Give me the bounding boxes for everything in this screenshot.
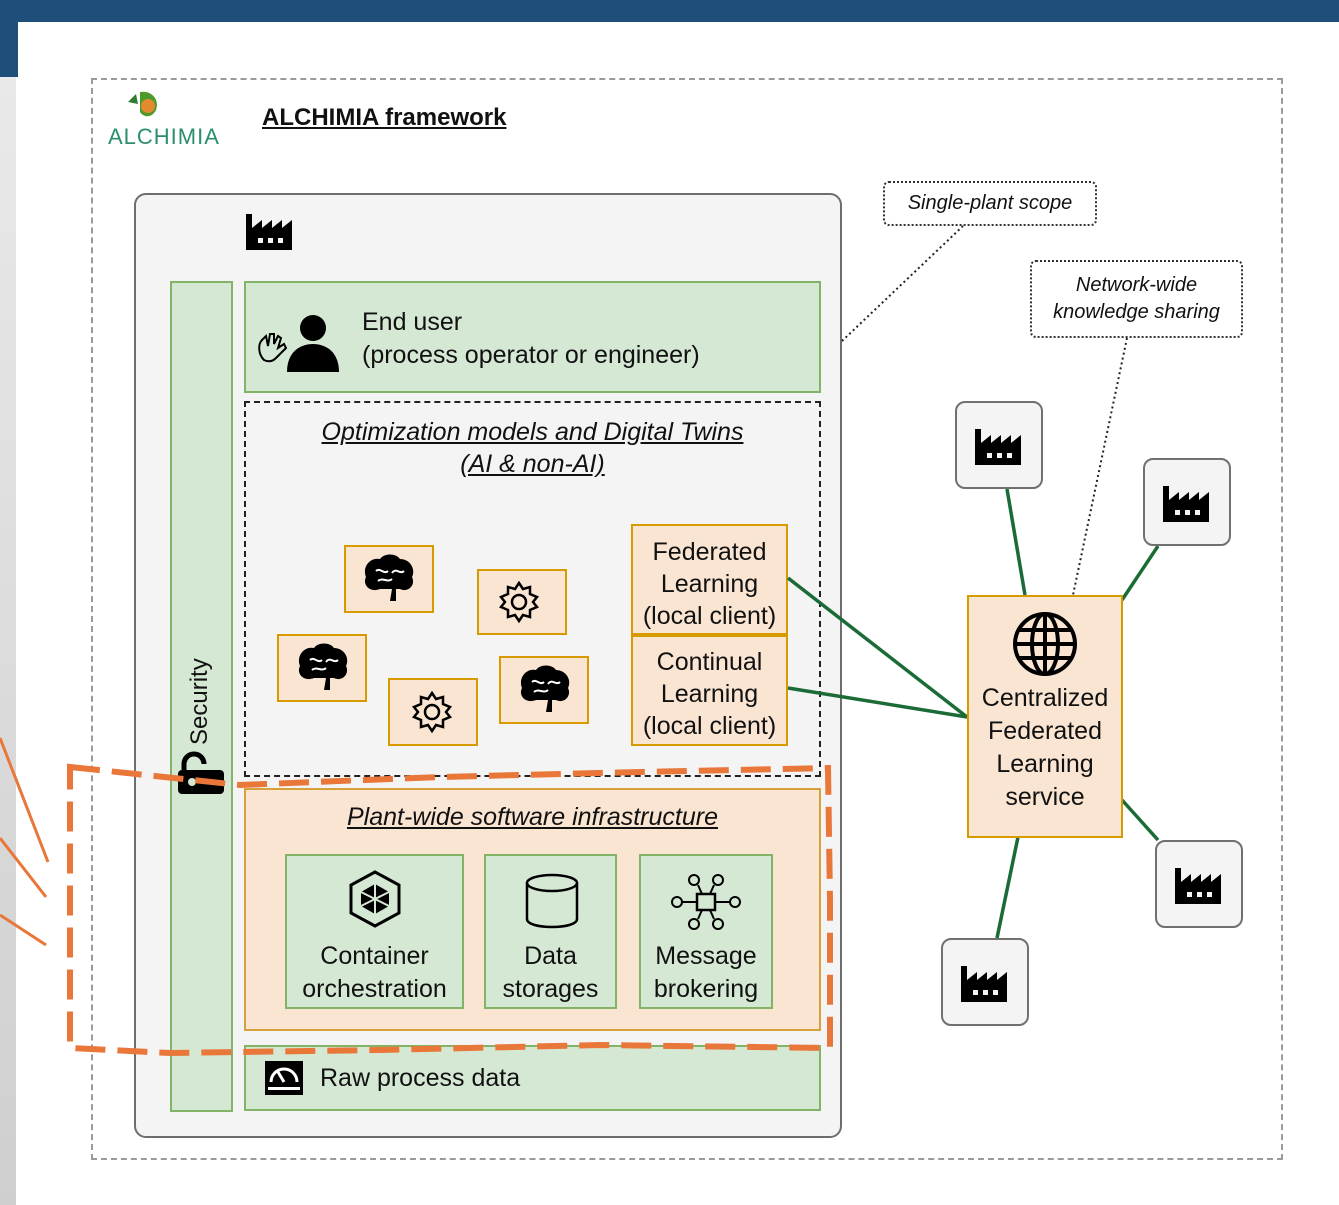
globe-icon [1011, 610, 1079, 683]
end-user-box [244, 281, 821, 393]
single-plant-callout: Single-plant scope [883, 181, 1097, 226]
cube-network-icon [347, 870, 403, 933]
network-leader [1072, 337, 1128, 596]
factory-link [1120, 545, 1160, 601]
continual-local-line1: Continual [656, 648, 763, 676]
orange-pointer-lines [0, 737, 50, 947]
container-line1: Container [320, 942, 429, 970]
single-plant-leader [841, 225, 964, 342]
broker-icon [670, 872, 742, 937]
person-icon [286, 314, 342, 377]
factory-icon [246, 210, 298, 255]
raw-data-label: Raw process data [320, 1064, 521, 1092]
message-line1: Message [655, 942, 757, 970]
data-line1: Data [524, 942, 577, 970]
orange-highlight [67, 763, 833, 1057]
continual-link [787, 686, 968, 719]
federated-local-line2: Learning [660, 570, 759, 598]
data-line2: storages [502, 975, 599, 1003]
alchimia-logo [110, 88, 240, 148]
federated-link [786, 576, 969, 719]
central-line4: service [1005, 783, 1085, 811]
side-bar-accent [0, 22, 18, 77]
framework-frame [91, 78, 1283, 1160]
brain-icon [296, 642, 348, 697]
network-factory [1143, 458, 1231, 546]
brain-icon [362, 553, 414, 608]
message-label: Message brokering [639, 940, 773, 1006]
network-line1: Network-wide [1075, 274, 1198, 296]
federated-local-line1: Federated [652, 538, 767, 566]
gauge-icon [264, 1060, 304, 1101]
network-factory [1155, 840, 1243, 928]
factory-link [1120, 798, 1160, 842]
container-orchestration-box [285, 854, 464, 1009]
continual-local-box: Continual Learning (local client) [631, 635, 788, 746]
network-factory [955, 401, 1043, 489]
brain-icon [518, 664, 570, 719]
factory-link [1005, 488, 1027, 596]
logo-text: ALCHIMIA [108, 124, 220, 149]
message-line2: brokering [653, 975, 759, 1003]
database-icon [524, 873, 580, 933]
continual-local-line2: Learning [660, 680, 759, 708]
gear-icon [497, 580, 541, 629]
end-user-title: End user [362, 308, 463, 336]
container-line2: orchestration [302, 975, 447, 1003]
federated-local-box: Federated Learning (local client) [631, 524, 788, 635]
infrastructure-title: Plant-wide software infrastructure [347, 803, 718, 831]
optimization-title: Optimization models and Digital Twins (A… [244, 416, 821, 480]
factory-icon [1163, 486, 1209, 522]
end-user-subtitle: (process operator or engineer) [362, 341, 700, 369]
optimization-line2: (AI & non-AI) [460, 450, 605, 478]
data-label: Data storages [484, 940, 617, 1006]
federated-local-line3: (local client) [642, 602, 777, 630]
model-box [477, 569, 567, 635]
central-line2: Federated [988, 717, 1102, 745]
end-user-text: End user (process operator or engineer) [362, 306, 700, 372]
continual-local-line3: (local client) [642, 712, 777, 740]
central-line1: Centralized [981, 684, 1109, 712]
framework-title: ALCHIMIA framework [262, 104, 507, 131]
message-brokering-box [639, 854, 773, 1009]
central-line3: Learning [996, 750, 1094, 778]
top-bar [0, 0, 1339, 22]
factory-icon [1175, 868, 1221, 904]
gear-icon [410, 690, 454, 739]
data-storages-box [484, 854, 617, 1009]
network-factory [941, 938, 1029, 1026]
network-line2: knowledge sharing [1053, 301, 1220, 323]
factory-icon [975, 429, 1021, 465]
model-box [388, 678, 478, 746]
security-bar [170, 281, 233, 1112]
wave-hand-icon [256, 330, 288, 369]
raw-data-box [244, 1045, 821, 1111]
factory-icon [961, 966, 1007, 1002]
network-callout: Network-wide knowledge sharing [1030, 260, 1243, 338]
container-label: Container orchestration [285, 940, 464, 1006]
central-service-label: Centralized Federated Learning service [967, 682, 1123, 814]
optimization-line1: Optimization models and Digital Twins [321, 418, 744, 446]
factory-link [995, 836, 1020, 939]
